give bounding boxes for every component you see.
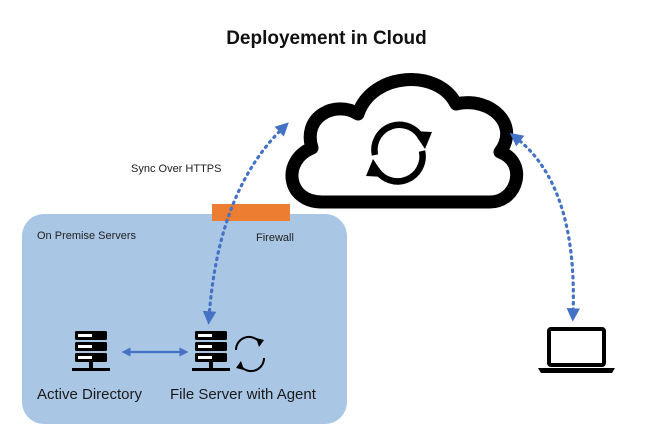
on-premise-label: On Premise Servers [37, 230, 137, 242]
cloud-to-file-server-arrow [202, 122, 289, 325]
active-directory-label: Active Directory [37, 386, 143, 403]
sync-icon [234, 335, 266, 373]
laptop-icon [538, 327, 615, 373]
server-icon [192, 331, 230, 371]
on-premise-region [22, 214, 347, 424]
cloud-sync-icon [285, 73, 524, 209]
cloud-to-laptop-arrow [509, 132, 580, 322]
file-server-label: File Server with Agent [170, 386, 316, 403]
firewall-bar [212, 204, 290, 221]
diagram-title: Deployement in Cloud [226, 28, 427, 49]
server-icon [72, 331, 110, 371]
sync-label: Sync Over HTTPS [131, 163, 222, 175]
